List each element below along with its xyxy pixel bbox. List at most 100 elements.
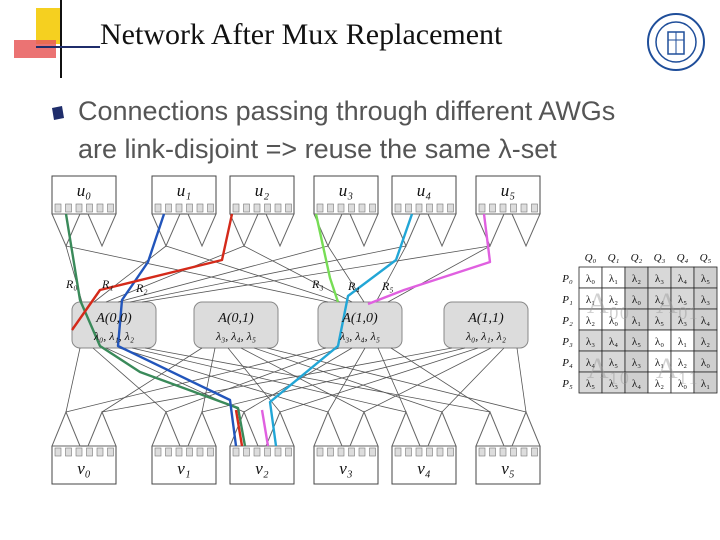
port bbox=[520, 447, 528, 457]
awg-box bbox=[443, 301, 529, 349]
port bbox=[54, 203, 62, 213]
port bbox=[86, 203, 93, 213]
table-cell-value: λ₅ bbox=[632, 336, 641, 348]
interconnect-line bbox=[201, 347, 466, 413]
table-cell-value: λ₀ bbox=[701, 357, 710, 369]
interconnect-line bbox=[141, 245, 491, 303]
table-watermark: A₁₁ bbox=[656, 352, 699, 385]
interconnect-line bbox=[375, 245, 407, 303]
port bbox=[175, 203, 183, 213]
table-cell-value: λ₁ bbox=[609, 273, 618, 285]
port bbox=[186, 203, 193, 213]
interconnect-line bbox=[118, 347, 329, 413]
mux-triangle bbox=[391, 410, 421, 447]
source-label: u₀ bbox=[77, 181, 92, 200]
horizontal-rule bbox=[36, 46, 100, 48]
port bbox=[531, 447, 538, 457]
port bbox=[96, 447, 104, 457]
interconnect-line bbox=[117, 245, 329, 303]
port bbox=[337, 203, 345, 213]
table-cell-value: λ₀ bbox=[586, 273, 595, 285]
router-label: R₁ bbox=[101, 277, 114, 291]
awg-box bbox=[71, 301, 157, 349]
table-row-header: P₁ bbox=[561, 294, 573, 306]
connection-path bbox=[268, 213, 414, 447]
connection-path bbox=[260, 409, 270, 447]
table-cell-value: λ₄ bbox=[586, 357, 595, 369]
port bbox=[415, 447, 423, 457]
source-label: u₁ bbox=[177, 181, 191, 200]
port bbox=[207, 203, 214, 213]
table-cell-value: λ₃ bbox=[678, 315, 687, 327]
port bbox=[165, 447, 172, 457]
port bbox=[499, 447, 507, 457]
port bbox=[207, 447, 214, 457]
mux-triangle bbox=[51, 410, 81, 447]
yellow-square bbox=[36, 8, 62, 44]
port bbox=[86, 447, 93, 457]
diagram-static bbox=[51, 175, 541, 485]
port bbox=[154, 447, 162, 457]
destination-label: v₁ bbox=[177, 459, 190, 478]
table-cell-value: λ₃ bbox=[609, 378, 618, 390]
awg-label: A(0,1) bbox=[217, 311, 254, 326]
table-watermark: A₀₁ bbox=[656, 287, 699, 320]
destination-box bbox=[313, 445, 379, 485]
port bbox=[274, 203, 282, 213]
table-cell-value: λ₅ bbox=[609, 357, 618, 369]
interconnect-line bbox=[240, 347, 365, 413]
bullet-line-1: Connections passing through different AW… bbox=[78, 96, 616, 126]
connection-path bbox=[234, 409, 244, 447]
port bbox=[186, 447, 193, 457]
connection-path bbox=[314, 213, 340, 303]
port bbox=[327, 203, 334, 213]
destination-box bbox=[51, 445, 117, 485]
port bbox=[264, 203, 271, 213]
table-cell-value: λ₃ bbox=[701, 294, 710, 306]
port bbox=[96, 203, 104, 213]
port bbox=[358, 203, 366, 213]
interconnect-line bbox=[165, 245, 341, 303]
port bbox=[394, 203, 402, 213]
destination-box bbox=[229, 445, 295, 485]
port bbox=[285, 447, 292, 457]
interconnect-line bbox=[327, 347, 366, 413]
destination-box bbox=[475, 445, 541, 485]
destination-label: v₅ bbox=[501, 459, 515, 478]
table-col-header: Q₃ bbox=[654, 252, 666, 264]
table-cell-value: λ₄ bbox=[655, 294, 664, 306]
port bbox=[253, 447, 261, 457]
interconnect-line bbox=[92, 347, 167, 413]
interconnect-line bbox=[227, 347, 281, 413]
interconnect-line bbox=[516, 347, 527, 413]
port bbox=[327, 447, 334, 457]
corner-decoration bbox=[0, 0, 100, 80]
source-box bbox=[475, 175, 541, 215]
destination-box bbox=[151, 445, 217, 485]
mux-triangle bbox=[511, 410, 541, 447]
demux-triangle bbox=[229, 213, 259, 248]
interconnect-line bbox=[129, 245, 407, 303]
port bbox=[348, 203, 355, 213]
port bbox=[531, 203, 538, 213]
table-cell-value: λ₁ bbox=[701, 378, 710, 390]
interconnect-line bbox=[377, 347, 407, 413]
port bbox=[316, 447, 324, 457]
destination-label: v₄ bbox=[417, 459, 431, 478]
mux-triangle bbox=[151, 410, 181, 447]
port bbox=[520, 203, 528, 213]
interconnect-line bbox=[131, 347, 407, 413]
source-label: u₅ bbox=[501, 181, 516, 200]
awg-box bbox=[193, 301, 279, 349]
interconnect-line bbox=[65, 245, 329, 303]
mux-triangle bbox=[187, 410, 217, 447]
port bbox=[426, 447, 433, 457]
port bbox=[447, 447, 454, 457]
destination-label: v₃ bbox=[339, 459, 353, 478]
table-col-header: Q₄ bbox=[677, 252, 689, 264]
source-box bbox=[229, 175, 295, 215]
interconnect-line bbox=[201, 347, 216, 413]
port bbox=[274, 447, 282, 457]
interconnect-line bbox=[93, 245, 167, 303]
demux-triangle bbox=[511, 213, 541, 248]
